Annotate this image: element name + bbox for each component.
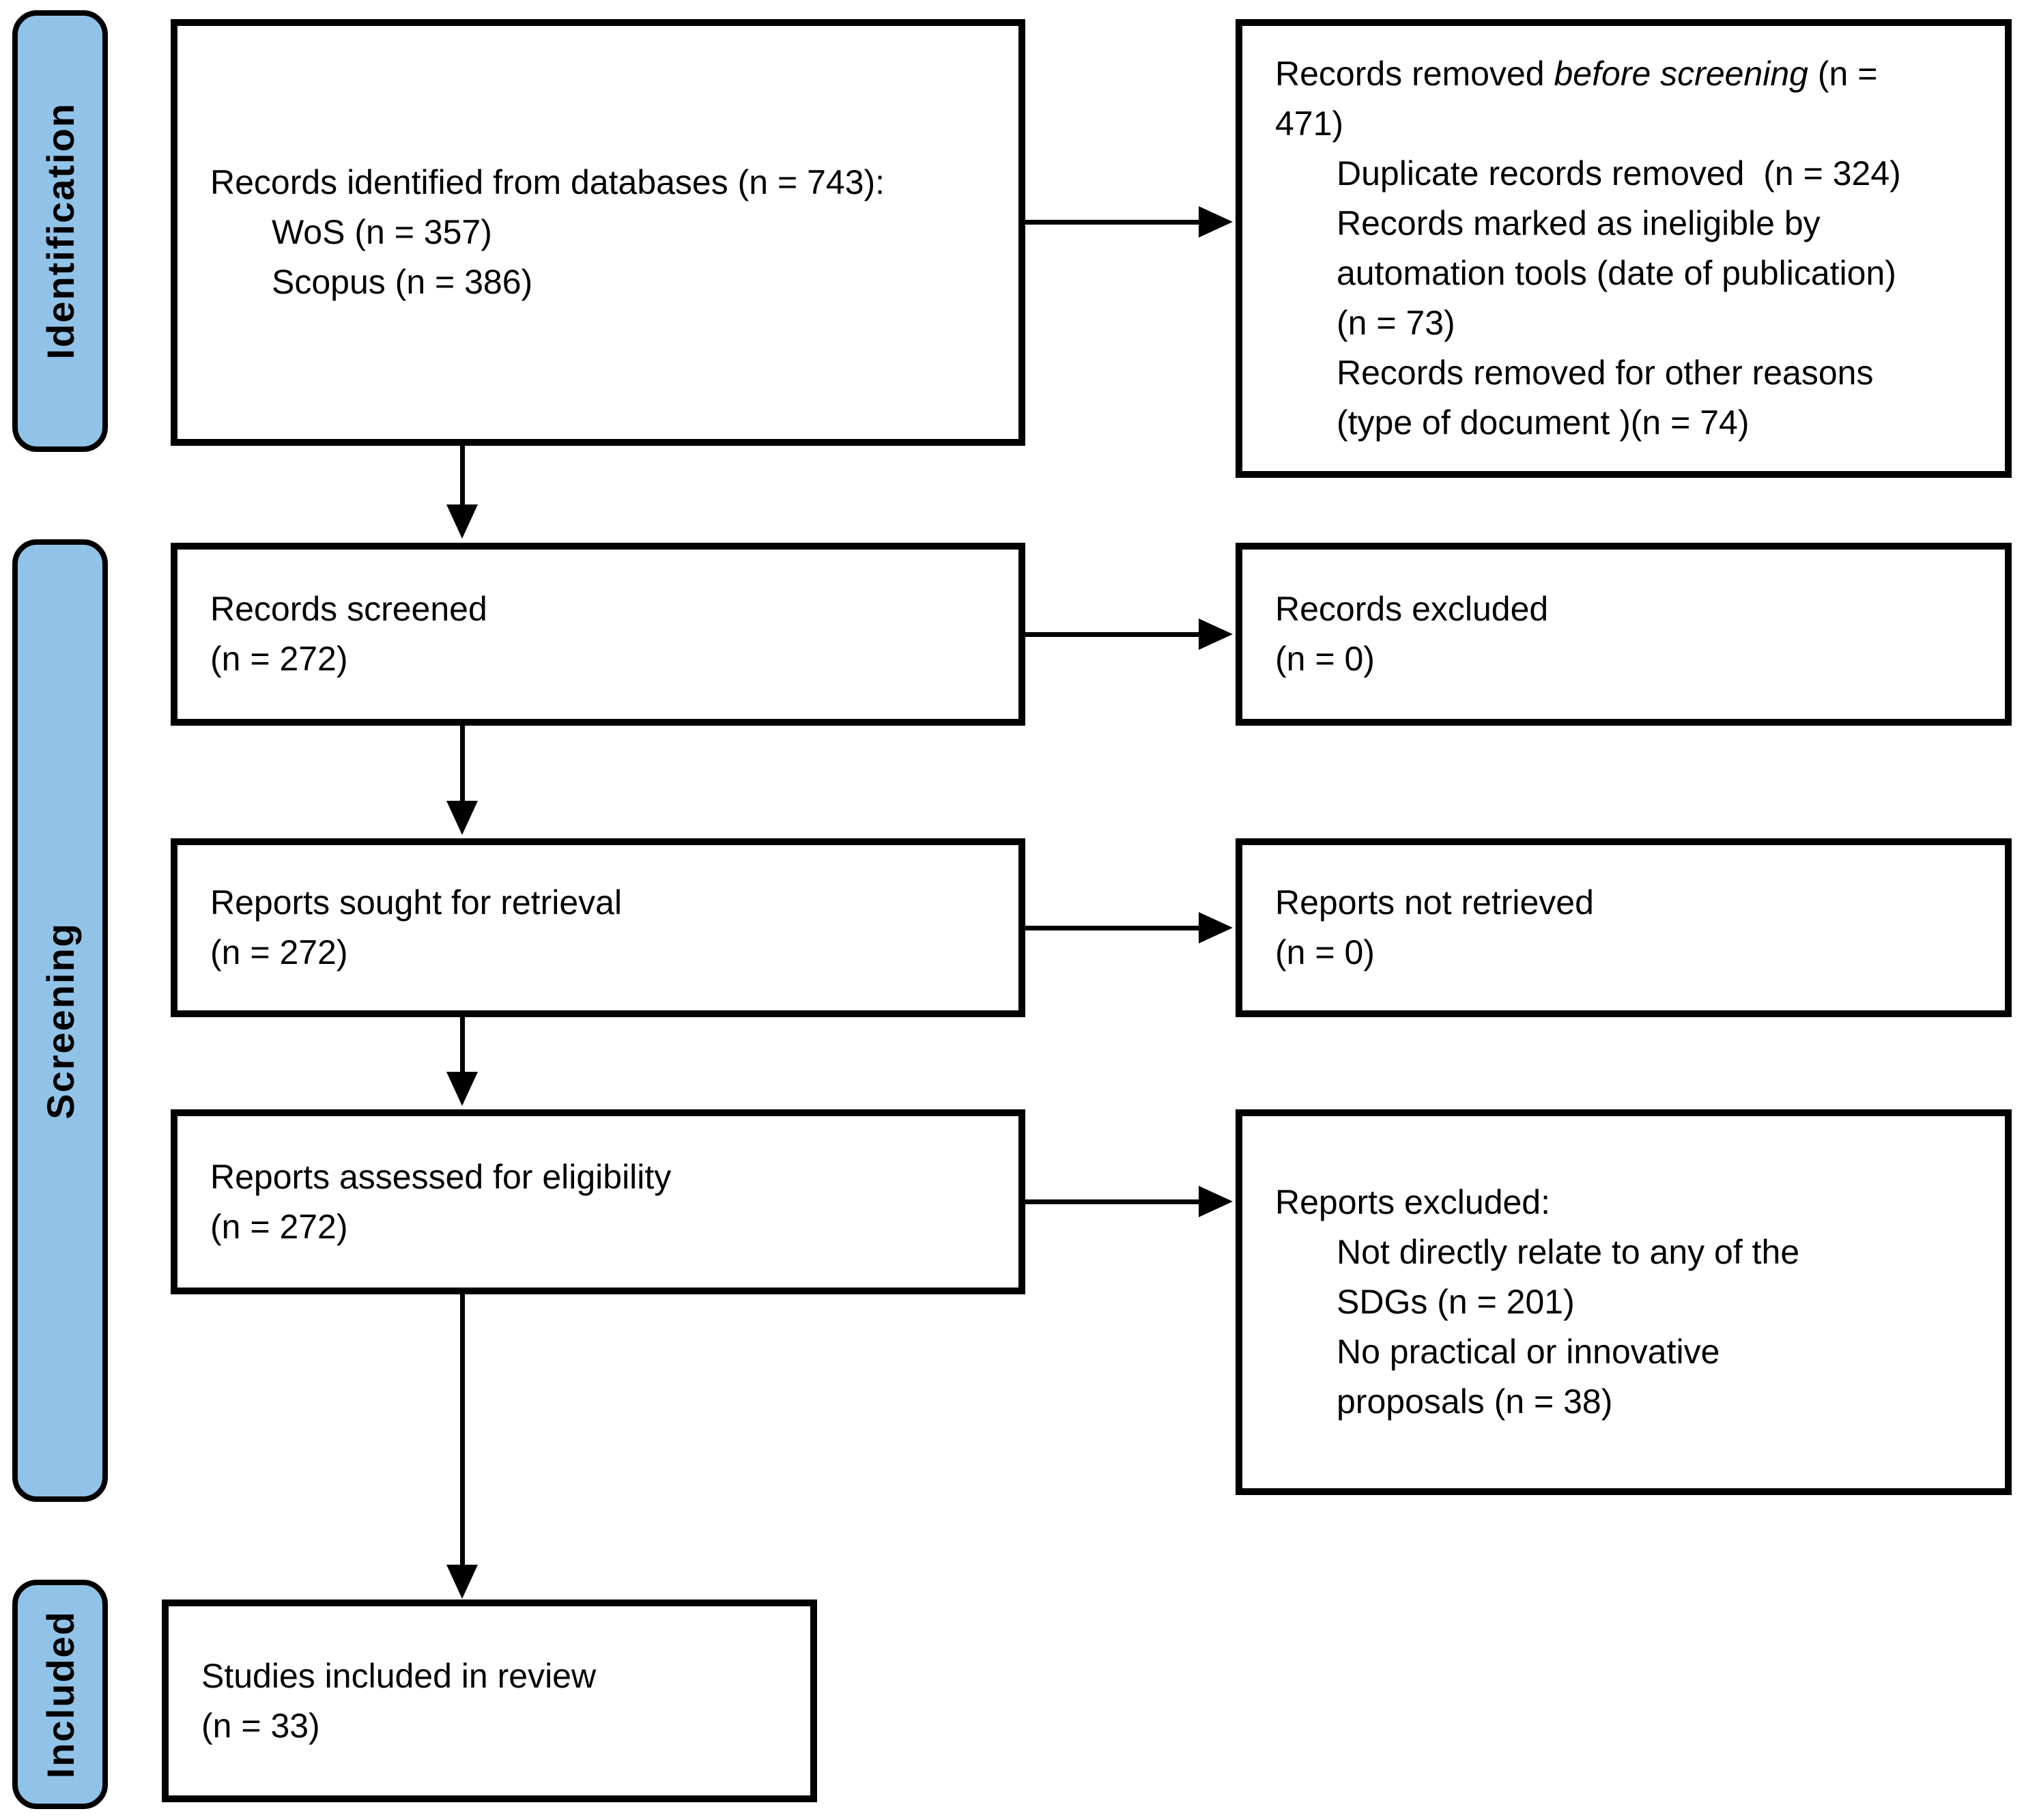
text-line: Duplicate records removed (n = 324) (1337, 154, 1901, 193)
box-records-screened: Records screened (n = 272) (171, 543, 1025, 726)
arrow-sought-to-not-retrieved (1025, 912, 1233, 943)
box-studies-included-in-review: Studies included in review (n = 33) (162, 1599, 817, 1802)
text-line: Records identified from databases (n = 7… (210, 163, 885, 201)
text-line: No practical or innovative (1337, 1333, 1720, 1371)
arrow-identified-to-screened (446, 444, 478, 539)
text-line: Reports sought for retrieval (210, 883, 623, 922)
text-segment-italic: before screening (1554, 55, 1808, 93)
arrow-assessed-to-reports-excluded (1025, 1186, 1233, 1217)
text-line: proposals (n = 38) (1337, 1382, 1613, 1421)
text-line: (type of document )(n = 74) (1337, 403, 1750, 442)
text-line: Records removed before screening (n = (1242, 49, 2005, 99)
text-line: (n = 272) (210, 933, 348, 971)
text-line: Reports not retrieved (1275, 883, 1594, 922)
box-reports-sought-for-retrieval: Reports sought for retrieval (n = 272) (171, 838, 1025, 1017)
text-line: SDGs (n = 201) (1337, 1283, 1575, 1321)
stage-identification: Identification (12, 10, 108, 452)
text-line: Not directly relate to any of the (1337, 1233, 1800, 1271)
stage-label: Included (38, 1610, 82, 1779)
text-line: (n = 0) (1275, 640, 1375, 678)
text-line: WoS (n = 357) (272, 213, 492, 251)
box-reports-assessed-for-eligibility: Reports assessed for eligibility (n = 27… (171, 1109, 1025, 1294)
text-line: Studies included in review (201, 1656, 597, 1695)
text-line: (n = 272) (210, 1207, 348, 1246)
text-line: Records excluded (1275, 590, 1549, 628)
arrow-screened-to-excluded (1025, 618, 1233, 650)
text-line: (n = 0) (1275, 933, 1375, 971)
text-line: Records screened (210, 590, 487, 628)
stage-included: Included (12, 1580, 108, 1809)
box-records-excluded: Records excluded (n = 0) (1236, 543, 2012, 726)
arrow-screened-to-sought (446, 724, 478, 835)
box-records-identified: Records identified from databases (n = 7… (171, 19, 1025, 446)
stage-label: Identification (38, 102, 82, 360)
arrow-assessed-to-included (446, 1293, 478, 1599)
text-line: Records marked as ineligible by (1337, 204, 1821, 242)
text-line: 471) (1275, 104, 1344, 143)
box-records-removed-before-screening: Records removed before screening (n = 47… (1236, 19, 2012, 478)
text-line: Reports assessed for eligibility (210, 1157, 672, 1196)
text-line: (n = 272) (210, 640, 348, 678)
stage-screening: Screening (12, 539, 108, 1502)
text-segment: Records removed (1275, 55, 1554, 93)
text-line: Scopus (n = 386) (272, 263, 533, 301)
arrow-identified-to-removed (1025, 206, 1233, 238)
text-line: Records removed for other reasons (1337, 354, 1874, 392)
text-line: (n = 33) (201, 1706, 320, 1745)
text-line: (n = 73) (1337, 304, 1455, 342)
arrow-sought-to-assessed (446, 1016, 478, 1106)
text-segment: (n = (1808, 55, 1878, 93)
box-reports-excluded: Reports excluded: Not directly relate to… (1236, 1109, 2012, 1495)
text-line: Reports excluded: (1275, 1183, 1551, 1221)
text-line: automation tools (date of publication) (1337, 254, 1896, 292)
box-reports-not-retrieved: Reports not retrieved (n = 0) (1236, 838, 2012, 1017)
stage-label: Screening (38, 922, 82, 1120)
